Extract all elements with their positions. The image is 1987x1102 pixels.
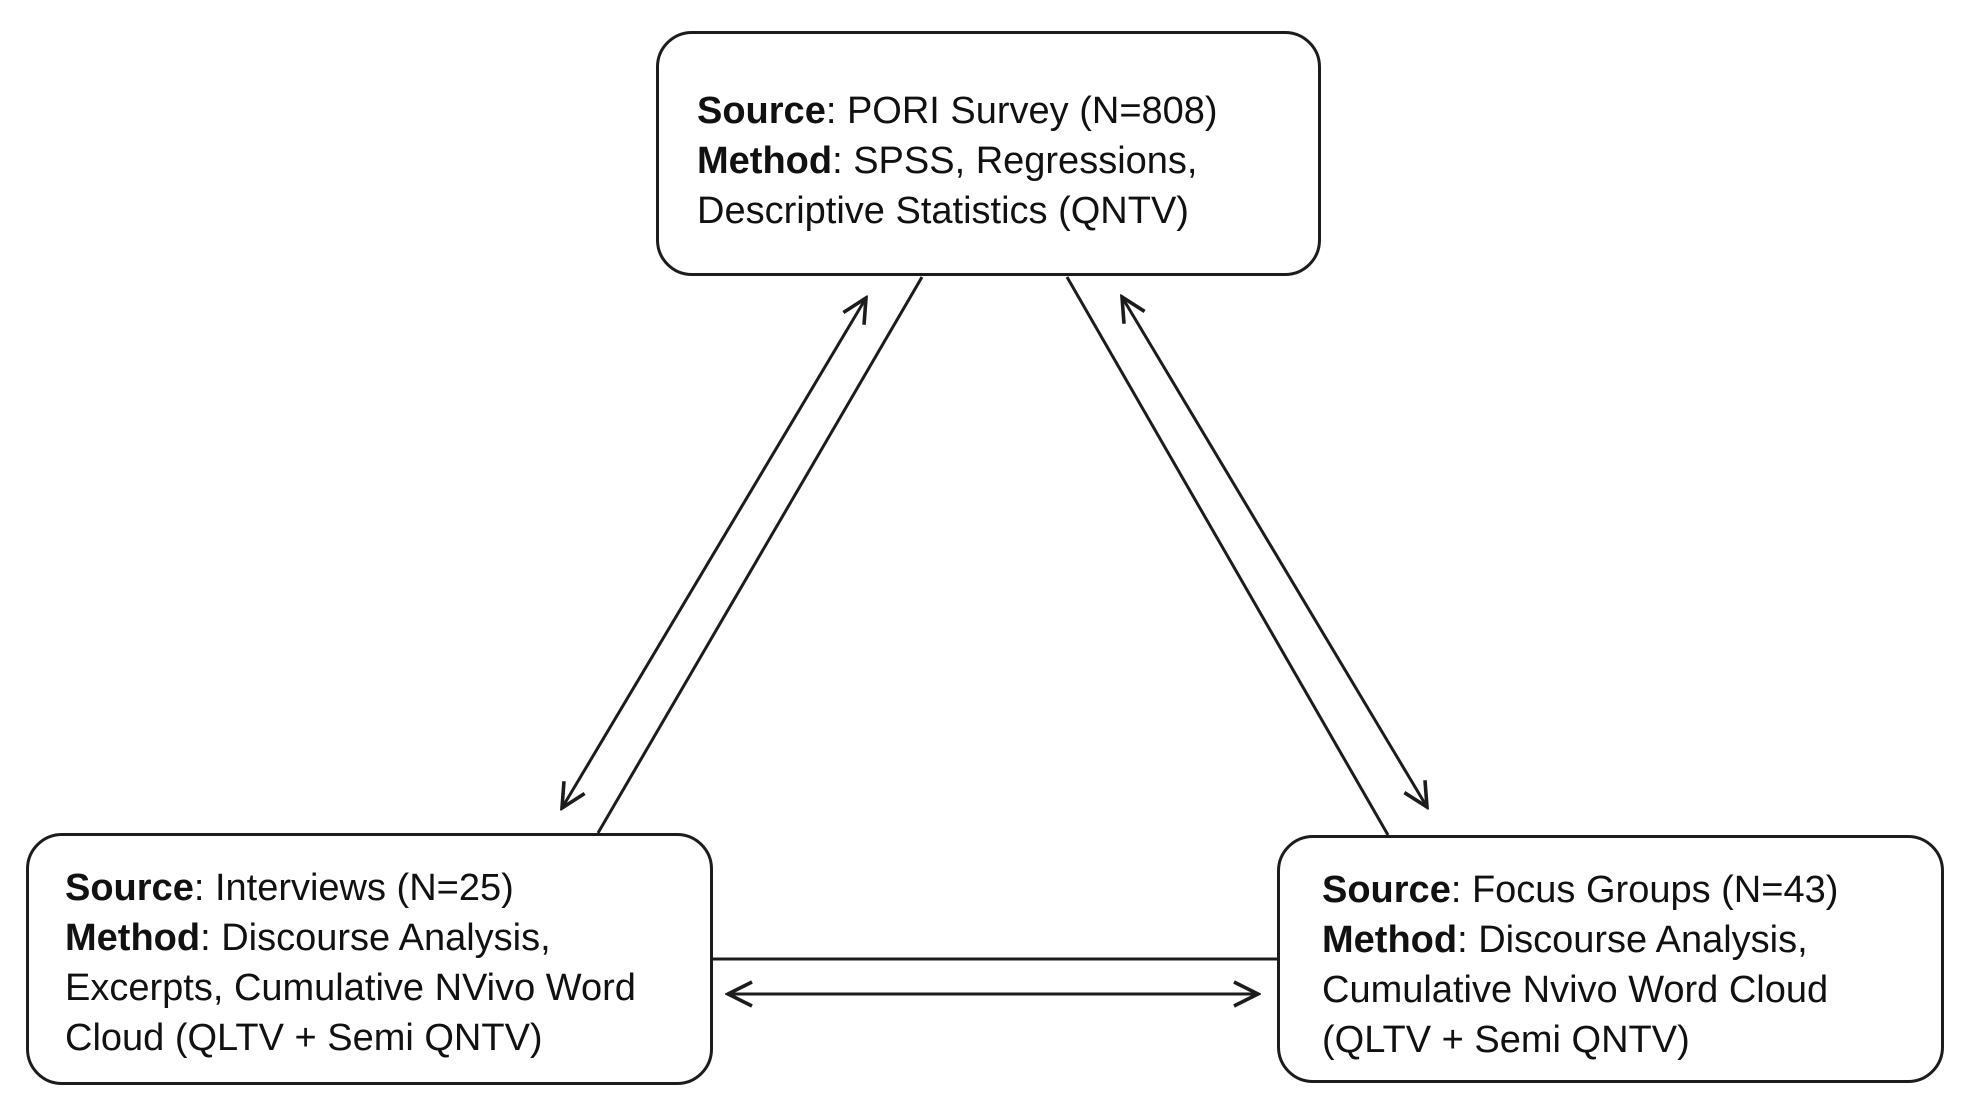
field-value: Cumulative Nvivo Word Cloud <box>1322 969 1829 1011</box>
field-value: Descriptive Statistics (QNTV) <box>697 190 1189 232</box>
field-value: : Interviews (N=25) <box>193 867 514 909</box>
node-line: Descriptive Statistics (QNTV) <box>697 186 1300 236</box>
connector-edge-line <box>596 276 924 834</box>
field-value: : Discourse Analysis, <box>200 917 551 959</box>
node-interviews: Source: Interviews (N=25) Method: Discou… <box>26 833 713 1085</box>
node-line: Cumulative Nvivo Word Cloud <box>1322 965 1933 1015</box>
field-label: Source <box>65 867 194 909</box>
node-line: (QLTV + Semi QNTV) <box>1322 1015 1933 1065</box>
node-line: Source: Focus Groups (N=43) <box>1322 865 1933 915</box>
field-value: : SPSS, Regressions, <box>832 140 1198 182</box>
field-value: Excerpts, Cumulative NVivo Word <box>65 967 636 1009</box>
two-way-arrow <box>562 298 866 808</box>
two-way-arrow <box>1122 297 1427 807</box>
node-line: Source: Interviews (N=25) <box>65 863 702 913</box>
field-label: Source <box>1322 869 1451 911</box>
node-line: Cloud (QLTV + Semi QNTV) <box>65 1013 702 1063</box>
node-line: Method: Discourse Analysis, <box>65 913 702 963</box>
node-line: Excerpts, Cumulative NVivo Word <box>65 963 702 1013</box>
node-line: Method: Discourse Analysis, <box>1322 915 1933 965</box>
field-value: (QLTV + Semi QNTV) <box>1322 1019 1690 1061</box>
field-label: Method <box>1322 919 1458 961</box>
node-pori-survey: Source: PORI Survey (N=808) Method: SPSS… <box>656 31 1321 276</box>
connector-survey-interviews <box>562 276 924 834</box>
field-label: Source <box>697 90 826 132</box>
field-value: : Focus Groups (N=43) <box>1450 869 1839 911</box>
field-value: : Discourse Analysis, <box>1457 919 1808 961</box>
connector-interviews-focus-groups <box>713 957 1277 994</box>
connector-survey-focus-groups <box>1065 276 1427 836</box>
connector-edge-line <box>1065 276 1390 836</box>
field-label: Method <box>697 140 833 182</box>
field-value: Cloud (QLTV + Semi QNTV) <box>65 1017 543 1059</box>
field-value: : PORI Survey (N=808) <box>825 90 1218 132</box>
node-focus-groups: Source: Focus Groups (N=43) Method: Disc… <box>1277 835 1944 1083</box>
field-label: Method <box>65 917 201 959</box>
node-line: Method: SPSS, Regressions, <box>697 136 1300 186</box>
node-line: Source: PORI Survey (N=808) <box>697 86 1300 136</box>
